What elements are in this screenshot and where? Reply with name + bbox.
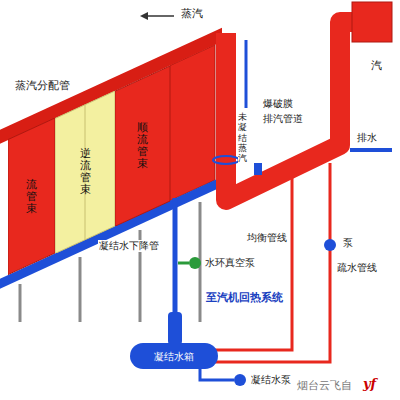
vent-pipe [245, 40, 248, 108]
node-shape [8, 118, 55, 275]
part-label: 疏水管线 [336, 262, 378, 274]
drum [168, 312, 182, 345]
bundle-label: 逆流管束 [80, 148, 91, 196]
bundle-label: 流管束 [26, 179, 37, 215]
node-shape [130, 343, 218, 369]
flange [213, 156, 239, 164]
node-shape [55, 91, 115, 254]
part-label: 蒸汽分配管 [14, 80, 71, 93]
steam-arrow [146, 15, 174, 17]
pump-pipe [178, 262, 189, 265]
tube-bundle-strip [170, 45, 215, 201]
tube-bundle: 流管束 [8, 118, 55, 275]
drain-pipe [350, 148, 392, 152]
part-label: 未凝结蒸汽 [238, 112, 247, 164]
watermark: 烟台云飞自 [296, 380, 353, 393]
bundle-label: 顺流管束 [137, 122, 148, 170]
part-label: 水环真空泵 [204, 257, 256, 269]
watermark: yf [362, 377, 377, 392]
turbine-housing [352, 2, 392, 42]
exhaust-pipe [226, 22, 372, 200]
arrow-head [140, 12, 148, 20]
burst-membrane [254, 163, 262, 175]
bundle-label: 凝结水箱 [154, 351, 194, 362]
part-label: 排水 [356, 132, 378, 144]
condensate-tank: 凝结水箱 [130, 343, 218, 369]
support-leg [79, 257, 82, 322]
tube-bundle: 逆流管束 [55, 91, 115, 254]
vacuum-pump [189, 257, 201, 269]
part-label: 爆破膜 [262, 98, 294, 110]
part-label: 蒸汽 [180, 8, 204, 21]
down-pipe [173, 198, 178, 314]
part-label: 泵 [342, 237, 354, 249]
pump-pipe [200, 369, 234, 380]
drain-pump [324, 239, 336, 251]
part-label: 凝结水下降管 [98, 240, 160, 252]
node-shape [115, 66, 170, 226]
condensate-pump [234, 374, 246, 386]
part-label: 至汽机回热系统 [205, 292, 284, 305]
part-label: 排汽管道 [262, 113, 304, 125]
part-label: 均衡管线 [246, 232, 288, 244]
tube-bundle: 顺流管束 [115, 66, 170, 226]
part-label: 凝结水泵 [250, 374, 292, 386]
support-leg [19, 284, 22, 322]
part-label: 汽 [370, 60, 383, 73]
